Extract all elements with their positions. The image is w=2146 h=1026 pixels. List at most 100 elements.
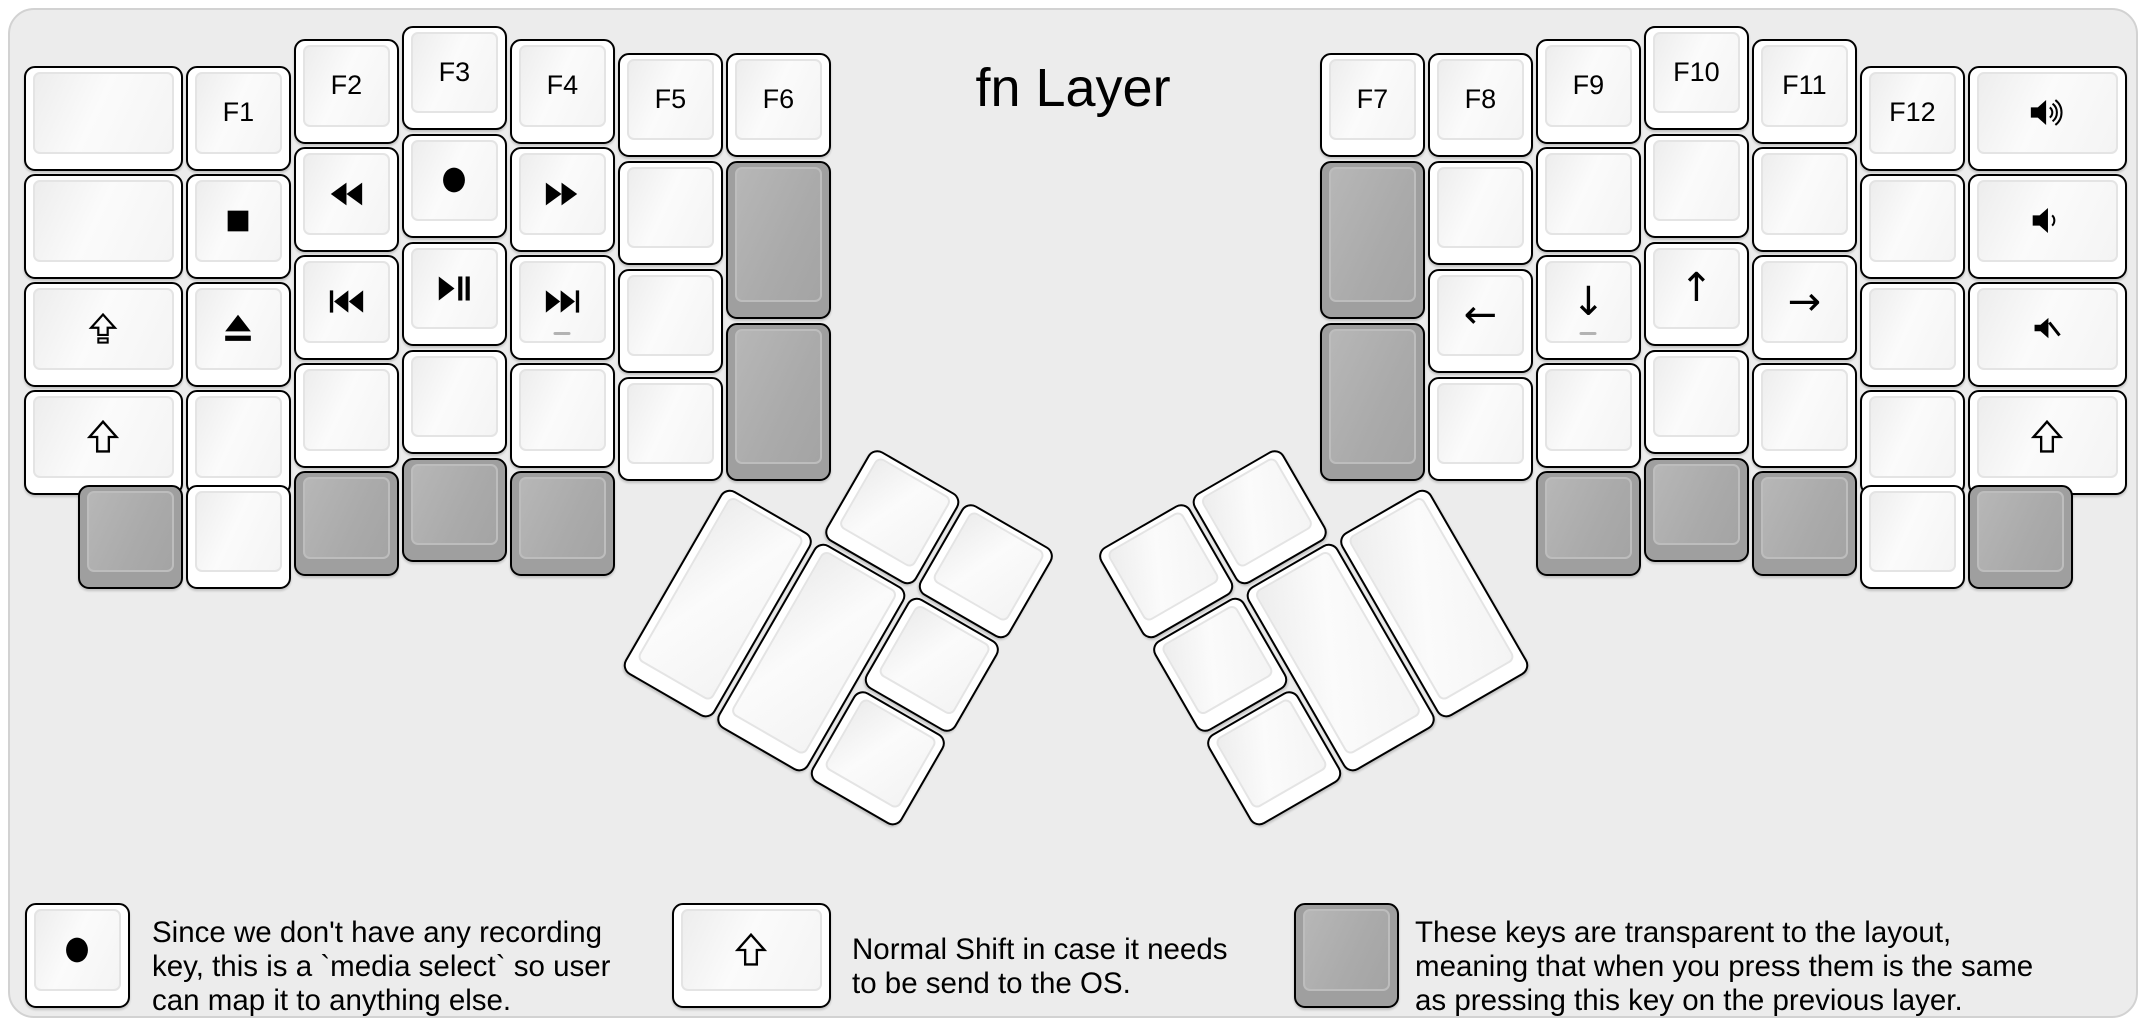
keycap-surface: F5 — [627, 58, 714, 141]
key-transparent — [1644, 457, 1749, 563]
key-blank — [402, 349, 507, 455]
key-transparent — [1536, 471, 1641, 576]
keycap-surface: ← — [1437, 274, 1524, 357]
key-stop — [186, 174, 291, 279]
key-blank — [186, 390, 291, 495]
keycap-surface — [1104, 509, 1221, 624]
key-label: F6 — [762, 83, 795, 114]
keycap-surface: F10 — [1653, 31, 1740, 114]
key-f10: F10 — [1644, 25, 1749, 131]
keycap-surface — [735, 166, 822, 303]
key-record — [402, 133, 507, 239]
caps-lock-icon — [86, 312, 120, 346]
keycap-surface — [1329, 166, 1416, 303]
key-eject — [186, 282, 291, 387]
key-label: F11 — [1782, 70, 1827, 101]
keycap-surface — [930, 509, 1047, 624]
keycap-surface — [195, 180, 282, 262]
keycap-surface — [735, 328, 822, 465]
key-label: F10 — [1673, 56, 1720, 87]
legend-sample-transparent-key — [1294, 903, 1399, 1008]
keycap-surface — [1977, 490, 2064, 573]
shift-icon — [733, 932, 769, 968]
keycap-surface: F11 — [1761, 45, 1848, 127]
keycap-surface — [519, 153, 606, 235]
legend-sample-shift-key — [672, 903, 831, 1008]
key-transparent — [726, 160, 831, 320]
keycap-surface — [195, 396, 282, 478]
keycap-surface — [1869, 180, 1956, 262]
key-blank — [294, 363, 399, 468]
key-blank — [1860, 174, 1965, 279]
key-label: F1 — [222, 97, 255, 128]
keycap-surface: ↓ — [1545, 261, 1632, 343]
key-transparent — [510, 471, 615, 576]
key-label: F12 — [1889, 97, 1936, 128]
key-transparent — [1320, 160, 1425, 320]
legend-text-line: key, this is a `media select` so user — [152, 950, 611, 983]
keycap-surface: F6 — [735, 58, 822, 141]
key-blank — [618, 376, 723, 482]
key-f6: F6 — [726, 52, 831, 158]
key-rewind — [294, 147, 399, 252]
keycap-surface — [1653, 355, 1740, 438]
key-blank — [1428, 376, 1533, 482]
next-track-icon — [542, 283, 583, 320]
prev-track-icon — [326, 283, 367, 320]
legend-text-line: Normal Shift in case it needs — [852, 933, 1228, 966]
keycap-surface — [303, 369, 390, 451]
key-arrow-right: → — [1752, 255, 1857, 360]
key-f9: F9 — [1536, 39, 1641, 144]
keycap-surface — [1869, 396, 1956, 478]
keycap-surface — [303, 477, 390, 559]
legend-text-line: Since we don't have any recording — [152, 916, 603, 949]
key-blank — [1536, 363, 1641, 468]
keycap-surface — [519, 477, 606, 559]
volume-down-icon — [2027, 202, 2068, 239]
key-blank — [1860, 484, 1965, 590]
key-prev-track — [294, 255, 399, 360]
keycap-surface — [195, 490, 282, 573]
keycap-surface — [1437, 382, 1524, 465]
keycap-surface — [303, 261, 390, 343]
legend-text-line: as pressing this key on the previous lay… — [1415, 984, 1963, 1017]
key-label: ↓ — [1571, 278, 1606, 325]
key-transparent — [1968, 484, 2073, 590]
keycap-surface — [195, 288, 282, 370]
legend-text-line: to be send to the OS. — [852, 967, 1131, 1000]
key-f7: F7 — [1320, 52, 1425, 158]
key-blank — [1860, 390, 1965, 495]
key-f5: F5 — [618, 52, 723, 158]
key-blank — [510, 363, 615, 468]
keycap-surface — [519, 369, 606, 451]
legend-text-line: can map it to anything else. — [152, 984, 512, 1017]
homing-bar — [1579, 331, 1597, 335]
shift-icon — [85, 419, 121, 455]
key-f1: F1 — [186, 66, 291, 171]
key-label: F7 — [1356, 83, 1389, 114]
record-icon — [435, 161, 473, 199]
keycap-surface: F1 — [195, 72, 282, 154]
keycap-surface — [1545, 153, 1632, 235]
layer-title: fn Layer — [975, 58, 1171, 118]
key-transparent — [294, 471, 399, 576]
key-blank — [618, 268, 723, 374]
key-blank — [24, 174, 183, 279]
keycap-surface — [1761, 477, 1848, 559]
keycap-surface — [1437, 166, 1524, 249]
key-label: → — [1787, 278, 1822, 325]
keycap-surface — [1977, 396, 2118, 478]
keycap-surface: F8 — [1437, 58, 1524, 141]
key-blank — [1428, 160, 1533, 266]
key-arrow-down: ↓ — [1536, 255, 1641, 360]
key-play-pause — [402, 241, 507, 347]
key-mute — [1968, 282, 2127, 387]
keycap-surface — [411, 355, 498, 438]
key-transparent — [1752, 471, 1857, 576]
key-next-track — [510, 255, 615, 360]
keycap-surface — [627, 166, 714, 249]
legend-text: These keys are transparent to the layout… — [1415, 916, 2033, 1017]
